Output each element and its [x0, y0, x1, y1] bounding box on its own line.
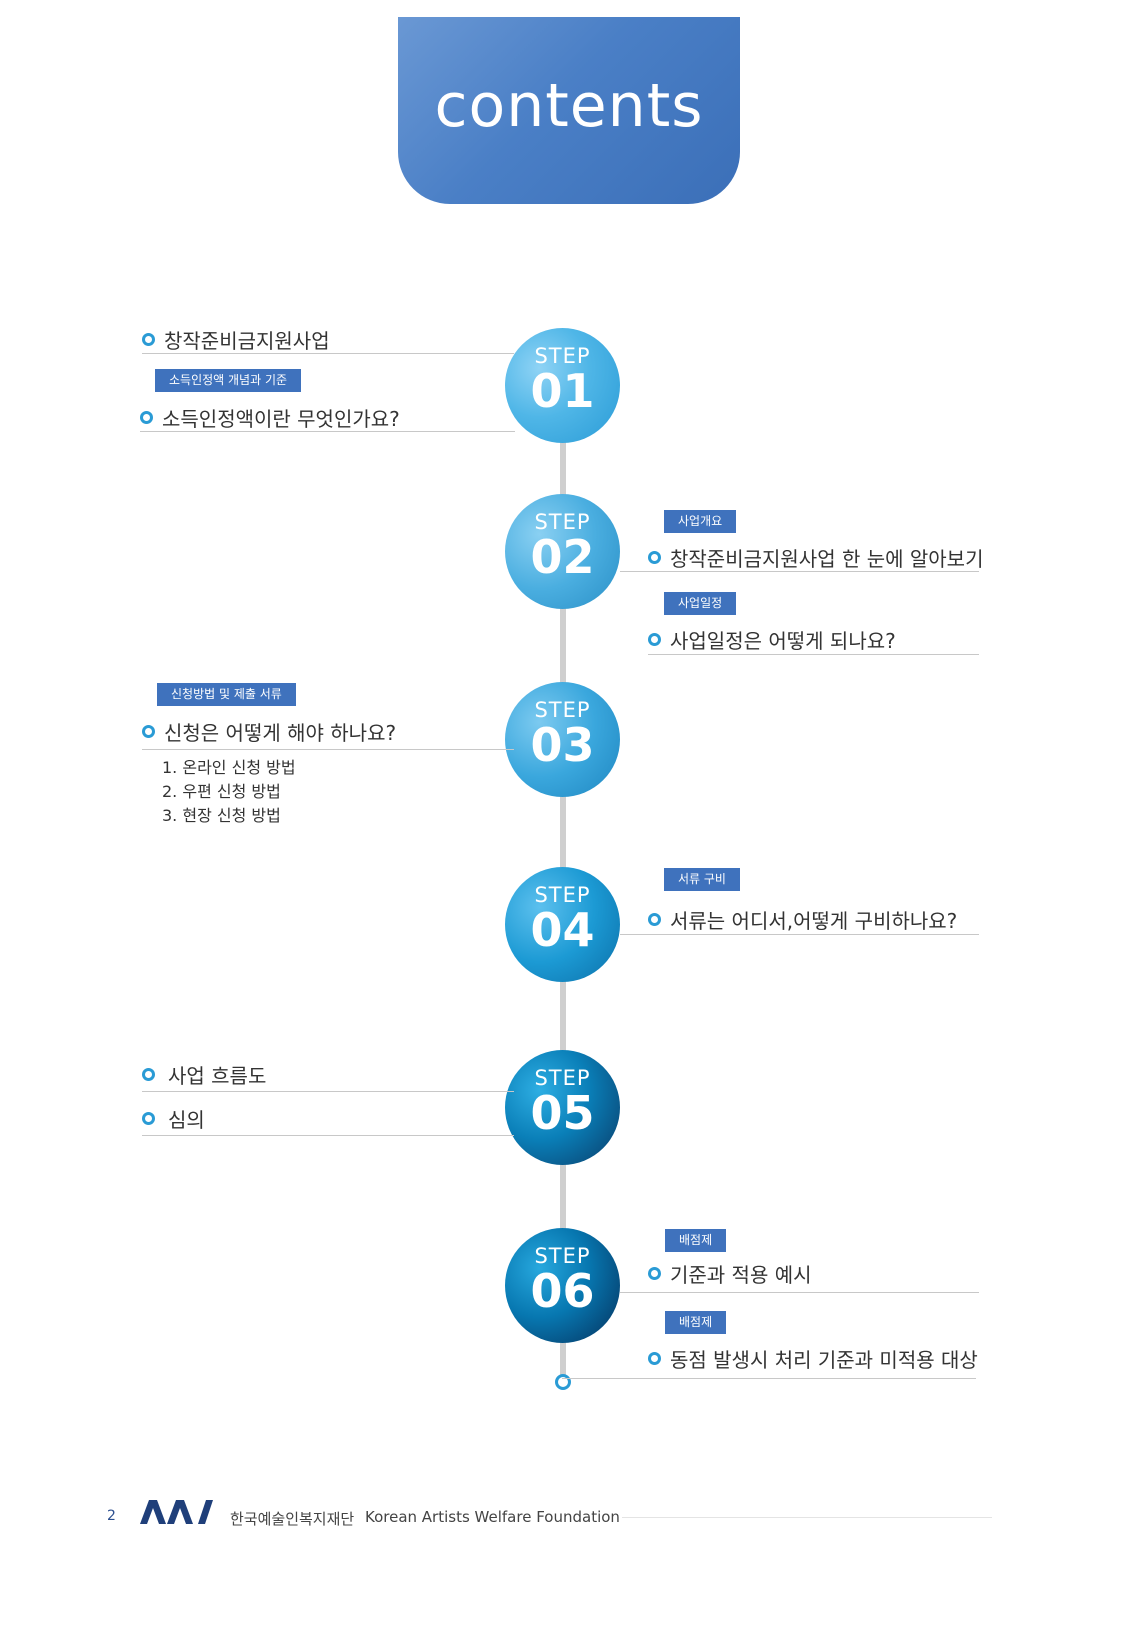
step-number: 04: [530, 903, 595, 957]
step1-main-item[interactable]: 창작준비금지원사업: [142, 325, 330, 354]
step2-item-overview-label: 창작준비금지원사업 한 눈에 알아보기: [670, 547, 984, 571]
step3-item-label: 신청은 어떻게 해야 하나요?: [164, 721, 397, 745]
step6-item-criteria-label: 기준과 적용 예시: [670, 1263, 812, 1287]
contents-header: contents: [398, 17, 740, 204]
step4-item[interactable]: 서류는 어디서,어떻게 구비하나요?: [648, 905, 957, 934]
step6-item-tie[interactable]: 동점 발생시 처리 기준과 미적용 대상: [648, 1344, 978, 1373]
step-label: STEP: [534, 1066, 591, 1090]
bullet-icon: [648, 551, 661, 564]
footer-org-english: Korean Artists Welfare Foundation: [365, 1508, 620, 1526]
foundation-logo-icon: [140, 1500, 214, 1528]
contents-title: contents: [434, 70, 704, 141]
step5-item-flow-label: 사업 흐름도: [168, 1064, 267, 1088]
divider: [140, 431, 515, 432]
divider: [142, 1091, 514, 1092]
bullet-icon: [648, 1267, 661, 1280]
timeline-end-dot: [555, 1374, 571, 1390]
step-number: 01: [530, 364, 595, 418]
divider: [562, 1378, 976, 1379]
bullet-icon: [142, 333, 155, 346]
step-number: 02: [530, 530, 595, 584]
footer-org-korean: 한국예술인복지재단: [230, 1510, 355, 1528]
step1-tag: 소득인정액 개념과 기준: [155, 369, 302, 392]
bullet-icon: [142, 1068, 155, 1081]
bullet-icon: [648, 1352, 661, 1365]
step-label: STEP: [534, 510, 591, 534]
step2-tag-schedule: 사업일정: [664, 592, 737, 615]
step-number: 06: [530, 1264, 595, 1318]
step2-item-overview[interactable]: 창작준비금지원사업 한 눈에 알아보기: [648, 543, 983, 572]
step1-item[interactable]: 소득인정액이란 무엇인가요?: [140, 403, 400, 432]
step6-tag-1: 배점제: [665, 1229, 727, 1252]
step3-item[interactable]: 신청은 어떻게 해야 하나요?: [142, 717, 396, 746]
step2-item-schedule-label: 사업일정은 어떻게 되나요?: [670, 629, 896, 653]
step5-item-review-label: 심의: [168, 1108, 205, 1132]
step6-item-criteria[interactable]: 기준과 적용 예시: [648, 1259, 812, 1288]
bullet-icon: [142, 725, 155, 738]
step1-main-label: 창작준비금지원사업: [164, 329, 330, 353]
divider: [620, 934, 979, 935]
page-number: 2: [107, 1508, 116, 1524]
bullet-icon: [648, 913, 661, 926]
step-label: STEP: [534, 698, 591, 722]
step5-item-flow[interactable]: 사업 흐름도: [142, 1060, 266, 1089]
step-label: STEP: [534, 1244, 591, 1268]
step3-sub-online[interactable]: 1. 온라인 신청 방법: [162, 758, 296, 777]
step3-sub-onsite[interactable]: 3. 현장 신청 방법: [162, 806, 281, 825]
bullet-icon: [142, 1112, 155, 1125]
step6-item-tie-label: 동점 발생시 처리 기준과 미적용 대상: [670, 1348, 978, 1372]
step3-sub-mail[interactable]: 2. 우편 신청 방법: [162, 782, 281, 801]
step-number: 03: [530, 718, 595, 772]
divider: [142, 353, 514, 354]
step4-tag: 서류 구비: [664, 868, 740, 891]
step2-tag-overview: 사업개요: [664, 510, 737, 533]
step4-item-label: 서류는 어디서,어떻게 구비하나요?: [670, 909, 958, 933]
divider: [620, 571, 979, 572]
step1-item-label: 소득인정액이란 무엇인가요?: [162, 407, 400, 431]
step-label: STEP: [534, 883, 591, 907]
step6-tag-2: 배점제: [665, 1311, 727, 1334]
step5-item-review[interactable]: 심의: [142, 1104, 205, 1133]
divider: [648, 654, 979, 655]
footer-divider: [622, 1517, 992, 1518]
bullet-icon: [648, 633, 661, 646]
step2-item-schedule[interactable]: 사업일정은 어떻게 되나요?: [648, 625, 896, 654]
step-number: 05: [530, 1086, 595, 1140]
bullet-icon: [140, 411, 153, 424]
divider: [142, 749, 514, 750]
step-label: STEP: [534, 344, 591, 368]
divider: [142, 1135, 514, 1136]
step3-tag: 신청방법 및 제출 서류: [157, 683, 296, 706]
divider: [620, 1292, 979, 1293]
